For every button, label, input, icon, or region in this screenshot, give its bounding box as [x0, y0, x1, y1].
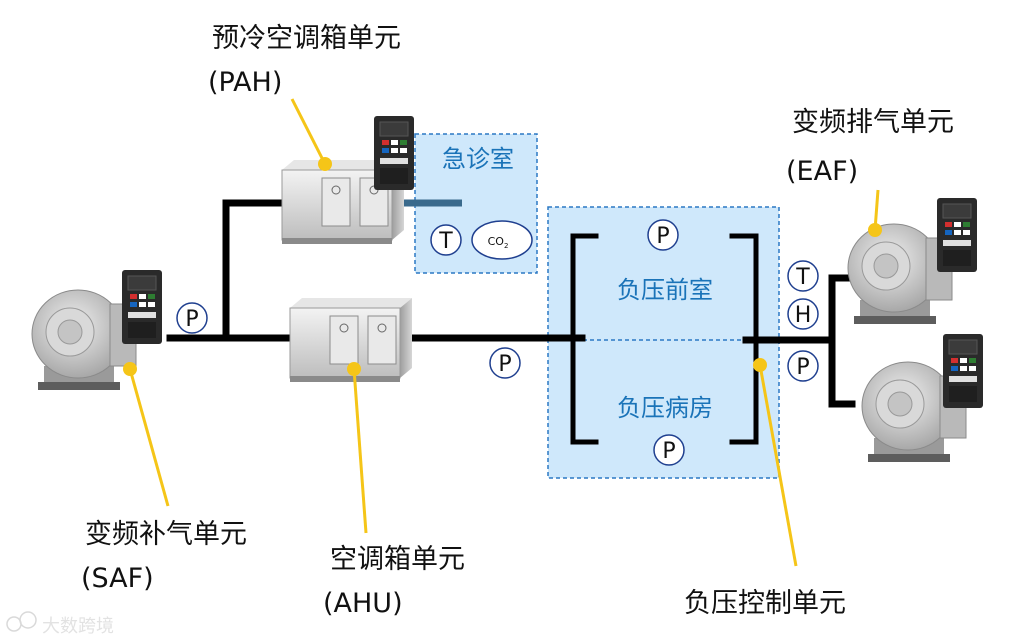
- ahu-code-label: (AHU): [323, 588, 403, 619]
- ward-label: 负压病房: [617, 394, 713, 422]
- svg-text:H: H: [795, 303, 812, 328]
- svg-text:T: T: [438, 229, 453, 254]
- sensor-co2-emergency: CO2: [471, 220, 533, 260]
- saf-fan: [31, 289, 137, 391]
- sensor-h-exhaust: H: [787, 298, 819, 330]
- watermark: 大数跨境: [6, 611, 114, 637]
- pah-name-label: 预冷空调箱单元: [212, 23, 401, 54]
- sensor-p-supply: P: [489, 347, 521, 379]
- sensor-p-exhaust: P: [787, 350, 819, 382]
- svg-text:P: P: [498, 352, 511, 377]
- sensor-p-ward: P: [653, 434, 685, 466]
- svg-text:P: P: [185, 307, 198, 332]
- svg-text:CO2: CO2: [488, 235, 509, 250]
- sensor-p-anteroom: P: [647, 219, 679, 251]
- svg-text:P: P: [656, 224, 669, 249]
- ahu-name-label: 空调箱单元: [330, 544, 465, 575]
- emergency-room-label: 急诊室: [442, 145, 514, 173]
- npc-name-label: 负压控制单元: [684, 588, 846, 619]
- saf-vfd: [121, 269, 163, 345]
- pah-code-label: (PAH): [208, 67, 282, 98]
- svg-text:P: P: [796, 355, 809, 380]
- pointer-dots: [123, 157, 882, 376]
- eaf-code-label: (EAF): [786, 156, 858, 187]
- saf-name-label: 变频补气单元: [85, 519, 247, 550]
- saf-code-label: (SAF): [81, 563, 154, 594]
- eaf-fan-upper: [847, 223, 953, 325]
- negative-pressure-zone: [547, 206, 780, 479]
- duct-network: [166, 199, 856, 445]
- eaf-name-label: 变频排气单元: [792, 107, 954, 138]
- svg-text:大数跨境: 大数跨境: [42, 616, 114, 637]
- eaf-vfd-lower: [942, 333, 984, 409]
- sensor-p-saf: P: [176, 302, 208, 334]
- eaf-vfd-upper: [936, 197, 978, 273]
- sensor-t-exhaust: T: [787, 260, 819, 292]
- pah-vfd: [373, 115, 415, 191]
- sensor-t-emergency: T: [430, 224, 462, 256]
- svg-text:T: T: [795, 265, 810, 290]
- anteroom-label: 负压前室: [617, 276, 713, 304]
- svg-text:P: P: [662, 439, 675, 464]
